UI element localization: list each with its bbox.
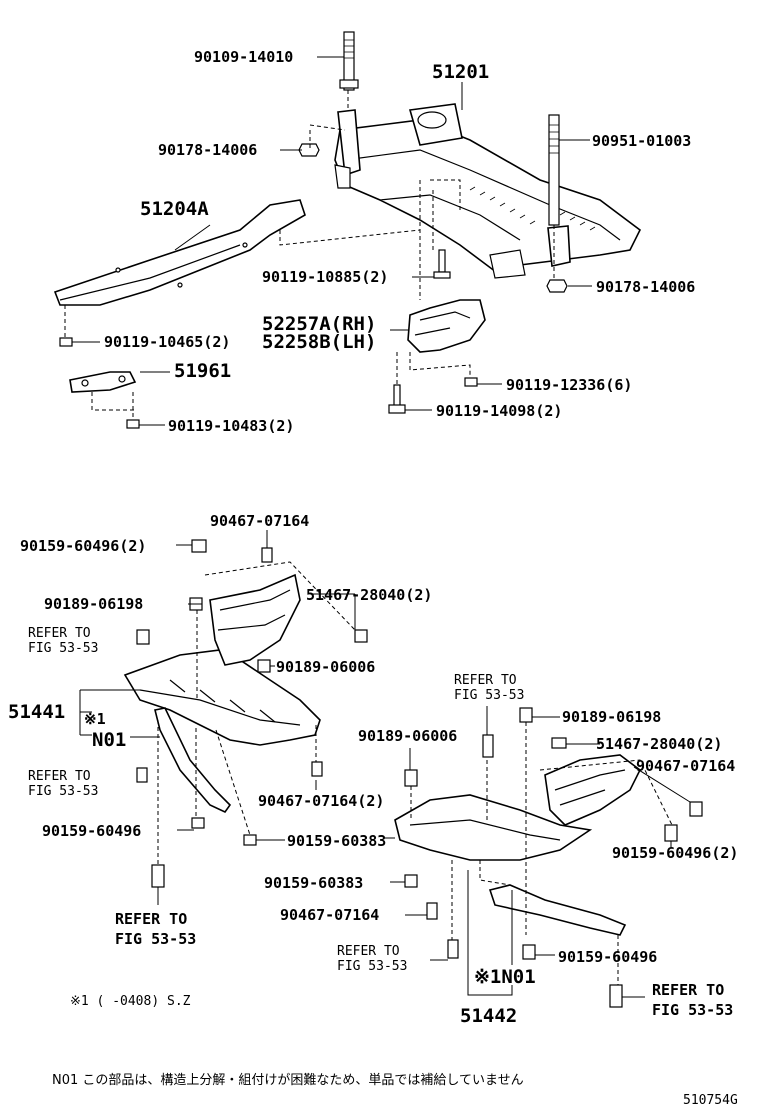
engine-under-cover-51442 [394, 754, 642, 861]
bolt-90119-12336 [464, 377, 478, 387]
refer-f-line1: REFER TO [652, 981, 724, 999]
label-51442: 51442 [460, 1005, 517, 1027]
label-90467-07164-a: 90467-07164 [210, 512, 309, 530]
nut-90178-14006-b [546, 279, 568, 293]
refer-b-line2: FIG 53-53 [28, 784, 98, 799]
bracket-51961 [69, 371, 137, 393]
refer-f-line2: FIG 53-53 [652, 1001, 733, 1019]
stay-n01-left [154, 707, 232, 814]
stay-n01-right [488, 884, 627, 936]
refer-a-line2: FIG 53-53 [28, 641, 98, 656]
refer-e-line2: FIG 53-53 [337, 959, 407, 974]
refer-d-line2: FIG 53-53 [454, 688, 524, 703]
label-51467-28040-a: 51467-28040(2) [306, 586, 432, 604]
label-90189-06198-a: 90189-06198 [44, 595, 143, 613]
refer-c-line1: REFER TO [115, 910, 187, 928]
label-51467-28040-b: 51467-28040(2) [596, 735, 722, 753]
label-90119-12336: 90119-12336(6) [506, 376, 632, 394]
bolt-90119-10885 [433, 249, 451, 279]
n01-note: N01 この部品は、構造上分解・組付けが困難なため、単品では補給していません [52, 1072, 524, 1088]
bolt-90119-14098 [388, 384, 406, 414]
label-n01-a: N01 [92, 729, 126, 751]
bolt-90109-14010 [339, 31, 359, 91]
plate-51204a [53, 199, 306, 306]
label-90467-07164-b: 90467-07164(2) [258, 792, 384, 810]
label-51441: 51441 [8, 701, 65, 723]
label-90467-07164-c: 90467-07164 [636, 757, 735, 775]
figure-code: 510754G [683, 1093, 738, 1108]
label-90159-60383-b: 90159-60383 [264, 874, 363, 892]
label-90159-60496-b: 90159-60496 [42, 822, 141, 840]
label-51201: 51201 [432, 61, 489, 83]
label-90189-06198-b: 90189-06198 [562, 708, 661, 726]
label-52258b: 52258B(LH) [262, 331, 376, 353]
label-90119-14098: 90119-14098(2) [436, 402, 562, 420]
footnote-x1: ※1 ( -0408) S.Z [70, 994, 191, 1009]
bracket-52257a-52258b [407, 299, 486, 353]
label-90189-06006-b: 90189-06006 [358, 727, 457, 745]
label-52257a: 52257A(RH) [262, 313, 376, 335]
fasteners-lower-right [404, 707, 703, 1008]
label-90159-60383-a: 90159-60383 [287, 832, 386, 850]
label-90951-01003: 90951-01003 [592, 132, 691, 150]
label-n01-b: ※1N01 [474, 966, 536, 988]
label-90159-60496-d: 90159-60496 [558, 948, 657, 966]
label-90189-06006-a: 90189-06006 [276, 658, 375, 676]
bolt-90119-10483 [126, 419, 140, 429]
bolt-90951-01003 [548, 114, 560, 226]
fasteners-lower-left [136, 539, 368, 888]
label-90119-10885: 90119-10885(2) [262, 268, 388, 286]
label-90178-14006-a: 90178-14006 [158, 141, 257, 159]
label-90159-60496-a: 90159-60496(2) [20, 537, 146, 555]
label-90159-60496-c: 90159-60496(2) [612, 844, 738, 862]
label-90119-10483: 90119-10483(2) [168, 417, 294, 435]
refer-a-line1: REFER TO [28, 626, 91, 641]
label-90467-07164-d: 90467-07164 [280, 906, 379, 924]
label-90119-10465: 90119-10465(2) [104, 333, 230, 351]
crossmember-51201 [334, 103, 642, 279]
label-90109-14010: 90109-14010 [194, 48, 293, 66]
label-51204a: 51204A [140, 198, 209, 220]
refer-c-line2: FIG 53-53 [115, 930, 196, 948]
label-90178-14006-b: 90178-14006 [596, 278, 695, 296]
label-51961: 51961 [174, 360, 231, 382]
note-x1-a: ※1 [84, 710, 106, 728]
refer-b-line1: REFER TO [28, 769, 91, 784]
refer-d-line1: REFER TO [454, 673, 517, 688]
engine-under-cover-51441 [123, 573, 321, 746]
refer-e-line1: REFER TO [337, 944, 400, 959]
bolt-90119-10465 [59, 337, 73, 347]
